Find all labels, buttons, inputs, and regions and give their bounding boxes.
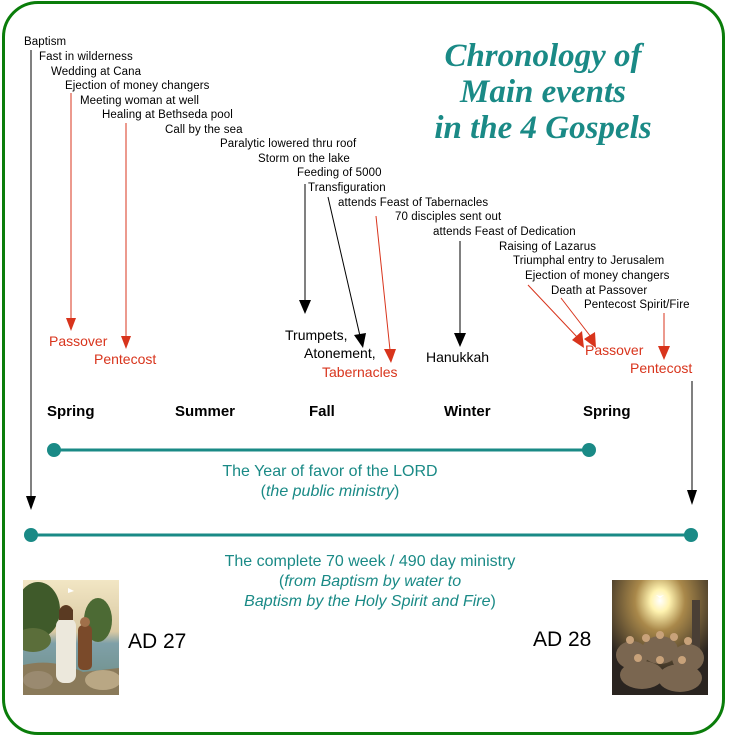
year-start-label: AD 27 xyxy=(128,630,187,653)
title-line-2: Main events xyxy=(460,74,626,110)
trumpets-arrowhead-icon xyxy=(299,300,311,314)
year-of-favor-subtitle: (the public ministry) xyxy=(260,483,400,500)
feast-pentecost-2: Pentecost xyxy=(630,360,693,376)
event-ejection-money-changers-1: Ejection of money changers xyxy=(65,80,210,92)
event-death-at-passover: Death at Passover xyxy=(551,285,648,297)
event-baptism: Baptism xyxy=(24,36,67,48)
feast-passover-2: Passover xyxy=(585,342,644,358)
season-spring-1: Spring xyxy=(47,403,95,420)
event-fast-in-wilderness: Fast in wilderness xyxy=(39,51,133,63)
event-call-by-sea: Call by the sea xyxy=(165,124,243,136)
passover-2-arrowhead-b-icon xyxy=(584,332,596,348)
event-feast-of-dedication: attends Feast of Dedication xyxy=(433,226,576,238)
event-wedding-at-cana: Wedding at Cana xyxy=(51,66,142,78)
baptism-arrowhead-icon xyxy=(26,496,36,510)
complete-ministry-timeline xyxy=(24,528,698,542)
pentecost-1-arrowhead-icon xyxy=(121,336,131,349)
season-winter: Winter xyxy=(444,403,491,420)
pentecost-painting xyxy=(612,580,708,695)
baptism-painting xyxy=(23,580,119,695)
feast-passover-1: Passover xyxy=(49,333,108,349)
event-healing-bethseda: Healing at Bethseda pool xyxy=(102,109,233,121)
hanukkah-arrowhead-icon xyxy=(454,333,466,347)
event-ejection-money-changers-2: Ejection of money changers xyxy=(525,270,670,282)
feast-trumpets: Trumpets, xyxy=(285,327,348,343)
feast-atonement: Atonement, xyxy=(304,345,376,361)
passover-1-arrowhead-icon xyxy=(66,318,76,331)
season-spring-2: Spring xyxy=(583,403,631,420)
year-of-favor-timeline xyxy=(47,443,596,457)
year-end-label: AD 28 xyxy=(533,628,592,651)
event-feast-of-tabernacles: attends Feast of Tabernacles xyxy=(338,197,489,209)
passover-2-arrowhead-a-icon xyxy=(572,331,584,348)
event-70-disciples: 70 disciples sent out xyxy=(395,211,502,223)
year-of-favor-title: The Year of favor of the LORD xyxy=(222,463,438,480)
event-raising-lazarus: Raising of Lazarus xyxy=(499,241,597,253)
title-line-1: Chronology of xyxy=(444,38,642,74)
event-paralytic-lowered: Paralytic lowered thru roof xyxy=(220,138,357,150)
event-feeding-5000: Feeding of 5000 xyxy=(297,167,382,179)
season-fall: Fall xyxy=(309,403,335,420)
complete-ministry-title: The complete 70 week / 490 day ministry xyxy=(224,553,516,570)
event-triumphal-entry: Triumphal entry to Jerusalem xyxy=(513,255,665,267)
tabernacles-arrowhead-icon xyxy=(384,349,396,363)
pentecost-2-arrowhead-icon xyxy=(658,346,670,360)
diagram-frame xyxy=(2,1,725,735)
complete-ministry-subtitle-2: Baptism by the Holy Spirit and Fire) xyxy=(244,593,496,610)
title-line-3: in the 4 Gospels xyxy=(434,110,652,146)
season-summer: Summer xyxy=(175,403,236,420)
ad28-arrowhead-icon xyxy=(687,490,697,505)
event-storm-on-lake: Storm on the lake xyxy=(258,153,350,165)
event-transfiguration: Transfiguration xyxy=(308,182,386,194)
atonement-arrowhead-icon xyxy=(354,333,366,348)
event-pentecost-spirit-fire: Pentecost Spirit/Fire xyxy=(584,299,690,311)
feast-hanukkah: Hanukkah xyxy=(426,349,490,365)
year-of-favor-caption: The Year of favor of the LORD (the publi… xyxy=(170,462,490,502)
feast-tabernacles: Tabernacles xyxy=(322,364,398,380)
complete-ministry-subtitle-1: (from Baptism by water to xyxy=(278,573,462,590)
diagram-title: Chronology of Main events in the 4 Gospe… xyxy=(398,38,688,146)
event-meeting-woman-at-well: Meeting woman at well xyxy=(80,95,200,107)
feast-pentecost-1: Pentecost xyxy=(94,351,157,367)
complete-ministry-caption: The complete 70 week / 490 day ministry … xyxy=(160,552,580,612)
